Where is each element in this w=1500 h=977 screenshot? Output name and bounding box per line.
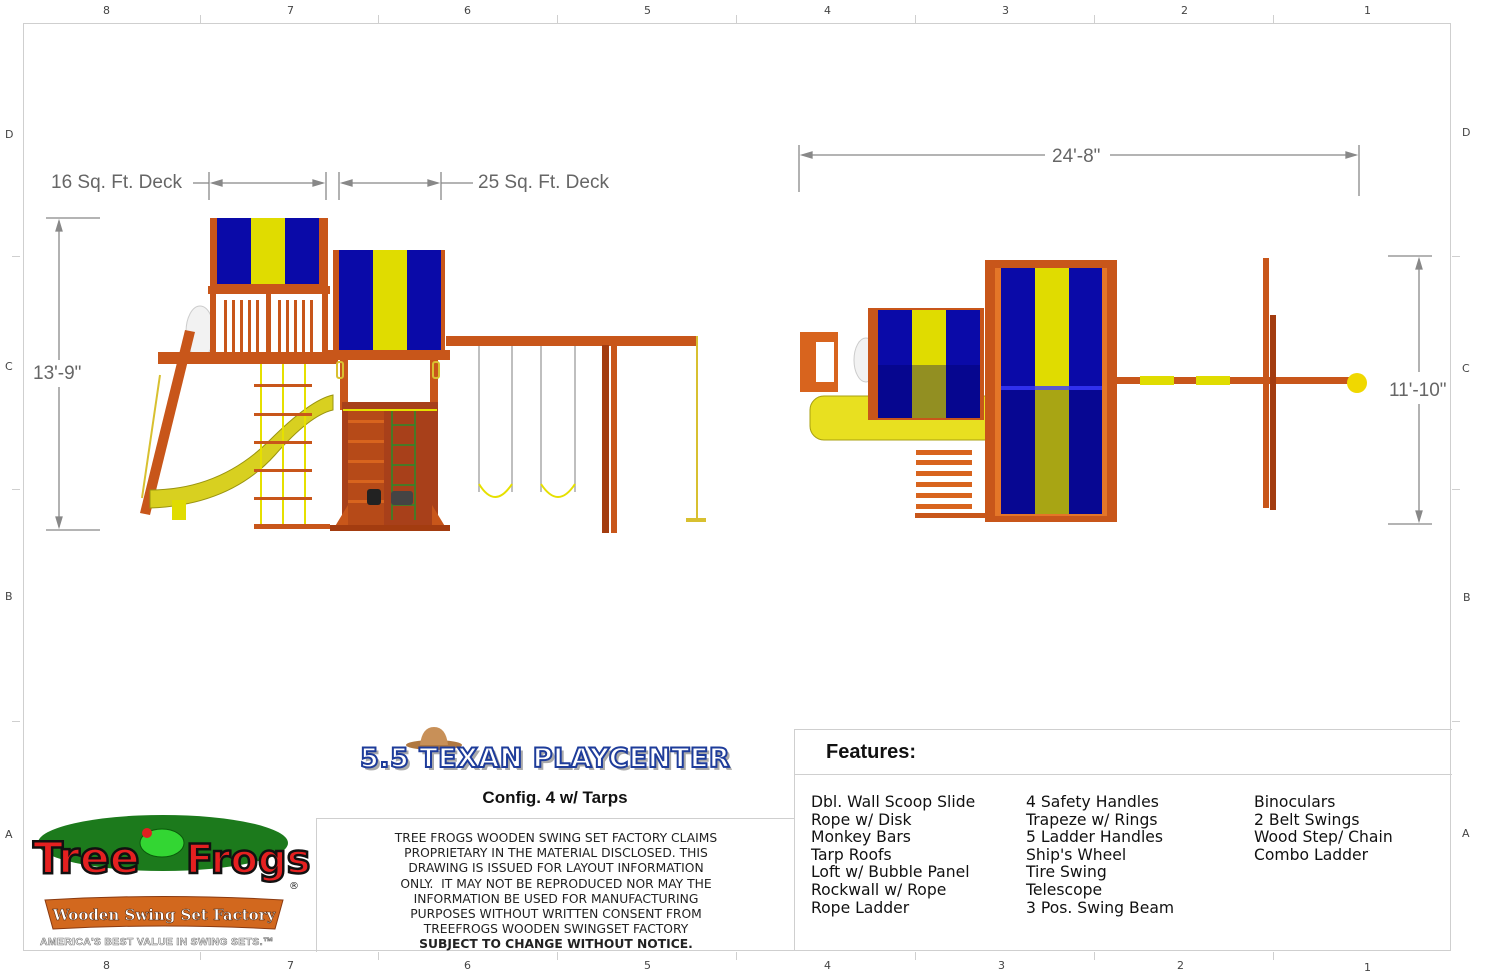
change-notice: SUBJECT TO CHANGE WITHOUT NOTICE.	[419, 937, 693, 952]
features-column-1: Dbl. Wall Scoop Slide Rope w/ Disk Monke…	[811, 793, 976, 917]
zone-row-label: B	[5, 590, 13, 603]
feature-item: Rope w/ Disk	[811, 810, 912, 829]
feature-item: Dbl. Wall Scoop Slide	[811, 793, 976, 811]
disclaimer-line: PROPRIETARY IN THE MATERIAL DISCLOSED. T…	[404, 846, 708, 861]
tree-frogs-logo: Tree Frogs ® Wooden Swing Set Factory AM…	[23, 805, 317, 951]
feature-item: Loft w/ Bubble Panel	[811, 863, 970, 882]
disclaimer-line: TREEFROGS WOODEN SWINGSET FACTORY	[423, 922, 689, 937]
cowboy-hat-icon	[406, 727, 462, 750]
svg-text:®: ®	[289, 881, 299, 892]
zone-col-label: 1	[1364, 961, 1371, 974]
zone-col-label: 1	[1364, 4, 1371, 17]
features-column-3: Binoculars 2 Belt Swings Wood Step/ Chai…	[1254, 793, 1393, 864]
zone-row-label: C	[5, 360, 13, 373]
feature-item: Rope Ladder	[811, 898, 910, 917]
zone-row-label: B	[1463, 591, 1471, 604]
logo-artwork: Tree Frogs ® Wooden Swing Set Factory	[32, 815, 312, 930]
zone-row-label: A	[5, 828, 13, 841]
zone-col-label: 5	[644, 959, 651, 972]
feature-item: Binoculars	[1254, 793, 1336, 811]
drawing-frame	[23, 23, 1451, 951]
features-header: Features:	[795, 730, 1452, 775]
zone-col-label: 4	[824, 959, 831, 972]
zone-row-label: A	[1462, 827, 1470, 840]
zone-col-label: 7	[287, 959, 294, 972]
feature-item: Ship's Wheel	[1026, 845, 1127, 864]
feature-item: Rockwall w/ Rope	[811, 880, 947, 899]
svg-text:Frogs: Frogs	[186, 837, 310, 883]
logo-tagline: AMERICA'S BEST VALUE IN SWING SETS.™	[40, 936, 274, 949]
zone-row-label: D	[5, 128, 14, 141]
features-block: Features: Dbl. Wall Scoop Slide Rope w/ …	[794, 729, 1452, 951]
feature-item: 2 Belt Swings	[1254, 810, 1360, 829]
feature-item: Combo Ladder	[1254, 845, 1369, 864]
svg-text:Wooden Swing Set Factory: Wooden Swing Set Factory	[52, 906, 277, 924]
height-dimension-label: 13'-9"	[33, 363, 82, 384]
features-column-2: 4 Safety Handles Trapeze w/ Rings 5 Ladd…	[1026, 793, 1175, 917]
feature-item: Wood Step/ Chain	[1254, 828, 1393, 847]
disclaimer-line: INFORMATION BE USED FOR MANUFACTURING	[413, 891, 699, 906]
feature-item: Tire Swing	[1026, 863, 1107, 882]
feature-item: Monkey Bars	[811, 828, 911, 847]
zone-col-label: 2	[1177, 959, 1184, 972]
feature-item: Tarp Roofs	[811, 845, 892, 864]
disclaimer-line: ONLY. IT MAY NOT BE REPRODUCED NOR MAY T…	[400, 876, 712, 891]
deck-16-label: 16 Sq. Ft. Deck	[51, 172, 182, 193]
deck-25-label: 25 Sq. Ft. Deck	[478, 172, 609, 193]
zone-row-label: D	[1462, 126, 1471, 139]
feature-item: Telescope	[1026, 880, 1103, 899]
configuration-label: Config. 4 w/ Tarps	[482, 788, 628, 807]
zone-col-label: 3	[998, 959, 1005, 972]
zone-col-label: 6	[464, 959, 471, 972]
zone-col-label: 2	[1181, 4, 1188, 17]
feature-item: 3 Pos. Swing Beam	[1026, 898, 1175, 917]
disclaimer-line: PURPOSES WITHOUT WRITTEN CONSENT FROM	[410, 907, 702, 922]
feature-item: Trapeze w/ Rings	[1026, 810, 1158, 829]
dimension-lines	[46, 172, 473, 531]
svg-text:Tree: Tree	[33, 833, 140, 884]
disclaimer-line: TREE FROGS WOODEN SWING SET FACTORY CLAI…	[394, 831, 718, 845]
zone-row-label: C	[1462, 362, 1470, 375]
feature-item: 4 Safety Handles	[1026, 793, 1159, 811]
zone-col-label: 6	[464, 4, 471, 17]
feature-item: 5 Ladder Handles	[1026, 828, 1163, 847]
product-title: 5.5 TEXAN PLAYCENTER	[359, 742, 731, 775]
zone-col-label: 7	[287, 4, 294, 17]
zone-col-label: 5	[644, 4, 651, 17]
features-title: Features:	[826, 741, 917, 763]
zone-col-label: 3	[1002, 4, 1009, 17]
title-block: 5.5 TEXAN PLAYCENTER Config. 4 w/ Tarps	[316, 725, 794, 817]
width-dimension-label: 24'-8"	[1052, 146, 1101, 167]
zone-col-label: 8	[103, 959, 110, 972]
disclaimer-block: TREE FROGS WOODEN SWING SET FACTORY CLAI…	[316, 818, 794, 952]
disclaimer-text: TREE FROGS WOODEN SWING SET FACTORY CLAI…	[317, 831, 795, 953]
zone-col-label: 8	[103, 4, 110, 17]
depth-dimension-label: 11'-10"	[1389, 380, 1447, 401]
disclaimer-line: DRAWING IS ISSUED FOR LAYOUT INFORMATION	[408, 861, 704, 876]
zone-col-label: 4	[824, 4, 831, 17]
